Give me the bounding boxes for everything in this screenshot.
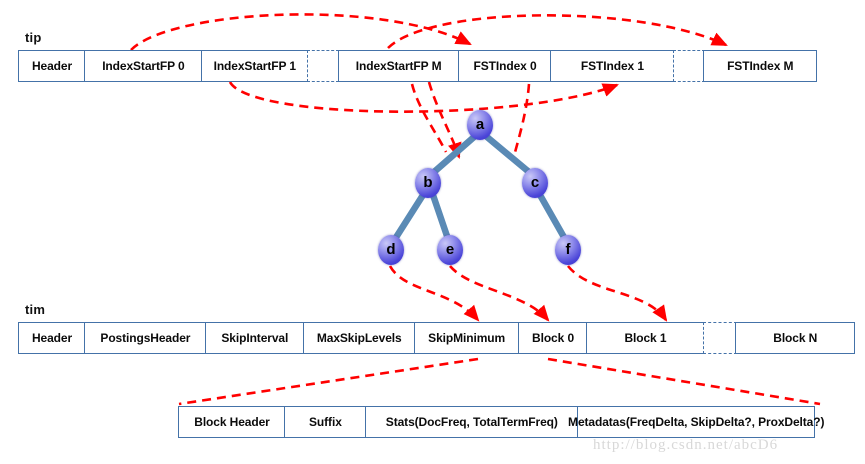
tim-cell-block-1: Block 1 (586, 322, 705, 354)
arrow-indexstartfpM-to-fstindexM (387, 14, 728, 49)
tree-node-a[interactable] (467, 110, 493, 140)
tip-cell-fstindex-m: FSTIndex M (703, 50, 818, 82)
tree-node-label-f: f (565, 241, 571, 258)
arrow-indexstartfp1-to-fstindex1 (228, 81, 619, 113)
tim-row-label: tim (25, 302, 46, 317)
tree-node-e[interactable] (437, 235, 463, 265)
tree-node-c[interactable] (522, 168, 548, 198)
tip-cell-indexstartfp-0: IndexStartFP 0 (84, 50, 203, 82)
tree-node-f[interactable] (555, 235, 581, 265)
tree-edge-a-c (483, 133, 533, 176)
tip-ellipsis-gap (672, 50, 705, 82)
arrow-crossing-leg-left (410, 83, 448, 153)
tree-node-label-b: b (423, 174, 433, 191)
tip-row-label: tip (25, 30, 42, 45)
tree-node-b[interactable] (415, 168, 441, 198)
tree-node-label-c: c (530, 174, 540, 191)
block-detail-cell-metadatas-freqdelta-skipdelta-proxdelta: Metadatas(FreqDelta, SkipDelta?, ProxDel… (568, 406, 824, 438)
tree-edge-b-d (391, 191, 427, 243)
tip-cell-indexstartfp-m: IndexStartFP M (337, 50, 460, 82)
tree-node-label-a: a (475, 116, 485, 133)
tip-cell-fstindex-1: FSTIndex 1 (550, 50, 675, 82)
arrow-crossing-leg-right (512, 83, 531, 157)
tree-node-label-d: d (386, 241, 396, 258)
tree-edge-b-e (429, 191, 452, 243)
tim-cell-skipinterval: SkipInterval (204, 322, 305, 354)
watermark: http://blog.csdn.net/abcD6 (593, 437, 779, 453)
tim-cell-block-0: Block 0 (518, 322, 589, 354)
tree-node-label-e: e (445, 241, 455, 258)
arrow-node-f-to-blockN (566, 265, 668, 322)
tip-cell-header: Header (18, 50, 86, 82)
line-block0-expansion-right (547, 357, 821, 406)
arrow-fstindex0-to-node-a (427, 81, 462, 159)
tip-ellipsis-gap (307, 50, 340, 82)
tim-cell-header: Header (18, 322, 86, 354)
block-detail-cell-stats-docfreq-totaltermfreq: Stats(DocFreq, TotalTermFreq) (364, 406, 579, 438)
tree-edge-c-f (536, 191, 569, 243)
arrow-node-d-to-block0 (388, 265, 480, 322)
arrow-node-e-to-block1 (449, 265, 550, 322)
tim-cell-postingsheader: PostingsHeader (84, 322, 207, 354)
tip-cell-indexstartfp-1: IndexStartFP 1 (200, 50, 309, 82)
tim-ellipsis-gap (702, 322, 737, 354)
tip-cell-fstindex-0: FSTIndex 0 (458, 50, 553, 82)
tim-cell-skipminimum: SkipMinimum (413, 322, 520, 354)
line-block0-expansion-left (178, 357, 479, 406)
tim-cell-block-n: Block N (735, 322, 856, 354)
tree-edge-a-b (430, 133, 478, 176)
tree-node-d[interactable] (378, 235, 404, 265)
arrow-indexstartfp0-to-fstindex0 (130, 13, 472, 51)
block-detail-cell-suffix: Suffix (284, 406, 367, 438)
block-detail-cell-block-header: Block Header (178, 406, 286, 438)
tim-cell-maxskiplevels: MaxSkipLevels (303, 322, 416, 354)
